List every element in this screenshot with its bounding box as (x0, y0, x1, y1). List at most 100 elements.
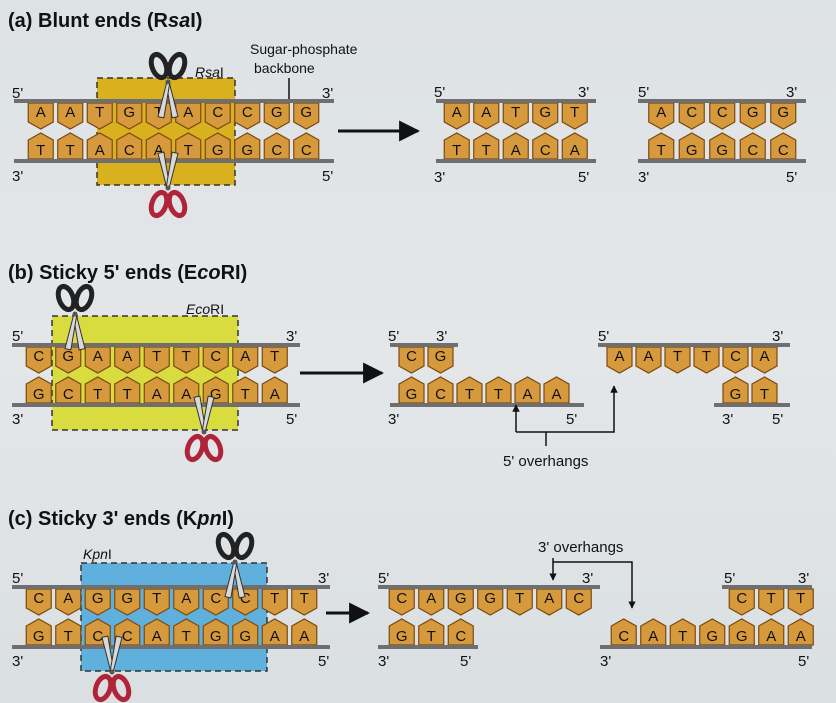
panel-b-duplex-top-base: T (152, 348, 161, 365)
panel-b-duplex-bottom-base-tile (232, 376, 259, 404)
panel-c-duplex-bottom-base-tile (202, 618, 229, 646)
panel-a-duplex-top-base: A (183, 104, 193, 121)
panel-a-fragment-left-bottom-base-tile (502, 132, 529, 160)
panel-a-frag1-5prime-b: 5' (578, 169, 589, 186)
panel-a-fragment-right-bottom-base: C (778, 142, 789, 159)
panel-b-fragment-left-bottom-base: A (551, 386, 561, 403)
panel-c-duplex-bottom-base-tile (143, 618, 170, 646)
panel-c-title: (c) Sticky 3' ends (KpnI) (8, 508, 234, 530)
scissors-icon-a-top-handle-1 (166, 51, 188, 81)
panel-b-fragment-right-bottom-base: T (760, 386, 769, 403)
scissors-icon-b-bottom-handle-2 (202, 433, 224, 463)
panel-a-duplex-bottom-base-tile (263, 132, 290, 160)
panel-a-fragment-left-bottom-base: T (482, 142, 491, 159)
panel-a-duplex: AATGTACCGGTTACATGGCC (27, 102, 320, 160)
panel-b-fragment-right-top-base: T (702, 348, 711, 365)
scissors-icon-c-top-handle-2 (215, 531, 237, 561)
panel-c-frag2-3prime: 3' (798, 570, 809, 587)
panel-b-fragment-right-top-base: C (730, 348, 741, 365)
panel-b-frag1-5prime-b: 5' (566, 411, 577, 428)
scissors-icon-b-bottom (184, 395, 224, 463)
panel-c-fragment-right-bottom-base-tile (699, 618, 726, 646)
panel-a-duplex-bottom-base-tile (293, 132, 320, 160)
panel-a-duplex-bottom-base: G (241, 142, 253, 159)
panel-c-duplex-bottom-base: G (33, 628, 45, 645)
panel-c-fragment-right-bottom-base: T (678, 628, 687, 645)
panel-c-fragment-right-top-base: C (736, 590, 747, 607)
panel-c-frag2-5prime: 5' (724, 570, 735, 587)
panel-b-fragment-left-bottom-base-tile (427, 376, 454, 404)
panel-b-duplex-top-base: C (210, 348, 221, 365)
panel-a-fragment-right-bottom-base-tile (678, 132, 705, 160)
panel-c-fragment-right-bottom-base-tile (669, 618, 696, 646)
panel-b-fragment-left-bottom-base-tile (485, 376, 512, 404)
panel-a-fragment-left-top-base: G (539, 104, 551, 121)
scissors-icon-a-top (148, 51, 188, 119)
panel-a-frag2-5prime-b: 5' (786, 169, 797, 186)
panel-b-duplex-bottom-base: G (210, 386, 222, 403)
panel-c-frag1-5prime-b: 5' (460, 653, 471, 670)
panel-a-fragment-right-bottom-base-tile (648, 132, 675, 160)
panel-c-fragment-left-bottom-base-tile (447, 618, 474, 646)
panel-b-duplex-top-base: A (240, 348, 250, 365)
panel-b-fragment-right-bottom-backbone (714, 403, 790, 407)
panel-a-duplex-bottom-base: T (66, 142, 75, 159)
panel-a-duplex-top-base: C (242, 104, 253, 121)
panel-c-fragment-right-bottom-base-tile (640, 618, 667, 646)
panel-c-duplex-bottom-base: C (92, 628, 103, 645)
panel-a-fragment-left-bottom-base: T (452, 142, 461, 159)
scissors-icon-a-bottom (148, 151, 188, 219)
panel-b-duplex-bottom-base: A (270, 386, 280, 403)
panel-c-duplex-bottom-base-tile (261, 618, 288, 646)
panel-b-fragment-left-bottom-base: G (406, 386, 418, 403)
panel-a-fragment-right-bottom-base: G (686, 142, 698, 159)
panel-c-duplex-bottom-base: C (122, 628, 133, 645)
panel-b-frag2-3prime-b: 3' (722, 411, 733, 428)
panel-c-duplex-bottom-base: A (270, 628, 280, 645)
scissors-icon-a-top-pivot (165, 79, 171, 85)
scissors-icon-b-top-pivot (72, 311, 78, 317)
panel-a-fragment-left-top-base: T (570, 104, 579, 121)
panel-b-duplex-bottom-base: T (93, 386, 102, 403)
panel-a-fragment-left-top-backbone (436, 99, 596, 103)
panel-a-fragment-left-bottom-base-tile (473, 132, 500, 160)
panel-b-duplex-bottom-base-tile (114, 376, 141, 404)
panel-b-duplex-top-base: C (33, 348, 44, 365)
panel-c-duplex-top-base: T (270, 590, 279, 607)
panel-c-fragment-left-top-base: T (515, 590, 524, 607)
panel-b-fragment-left-bottom-backbone (390, 403, 584, 407)
panel-b-5prime-bottom: 5' (286, 411, 297, 428)
panel-a-frag1-3prime-b: 3' (434, 169, 445, 186)
panel-c-duplex-top-base: A (63, 590, 73, 607)
panel-a-duplex-bottom-base: C (124, 142, 135, 159)
panel-a-fragment-right-bottom-backbone (638, 159, 806, 163)
panel-b-fragment-right-top-base: A (643, 348, 653, 365)
panel-c-frag1-3prime: 3' (582, 570, 593, 587)
panel-c-fragment-left-bottom-backbone (378, 645, 478, 649)
scissors-icon-c-bottom-handle-2 (110, 673, 132, 703)
callout-5-arrow-right (516, 385, 618, 433)
panel-a-duplex-top-base: T (95, 104, 104, 121)
panel-b-fragment-left-top-base: G (435, 348, 447, 365)
panel-a-frag1-3prime: 3' (578, 84, 589, 101)
panel-b-fragment-right-top-backbone (598, 343, 790, 347)
panel-c-duplex-bottom-base: T (64, 628, 73, 645)
panel-b-duplex-bottom-base-tile (143, 376, 170, 404)
scissors-icon-a-bottom-handle-1 (148, 189, 170, 219)
panel-a-duplex-bottom-base-tile (27, 132, 54, 160)
panel-a-fragment-left-bottom-base-tile (443, 132, 470, 160)
panel-c-fragment-right-bottom-backbone (600, 645, 812, 649)
panel-a-duplex-bottom-base: T (36, 142, 45, 159)
scissors-icon-b-top-handle-2 (55, 283, 77, 313)
enzyme-label-ecori: EcoRI (186, 301, 224, 317)
panel-b-fragment-right-top-base: A (614, 348, 624, 365)
panel-c-fragment-left-bottom-base-tile (418, 618, 445, 646)
panel-c-3prime-bottom: 3' (12, 653, 23, 670)
panel-a-fragment-left-top-base: A (452, 104, 462, 121)
